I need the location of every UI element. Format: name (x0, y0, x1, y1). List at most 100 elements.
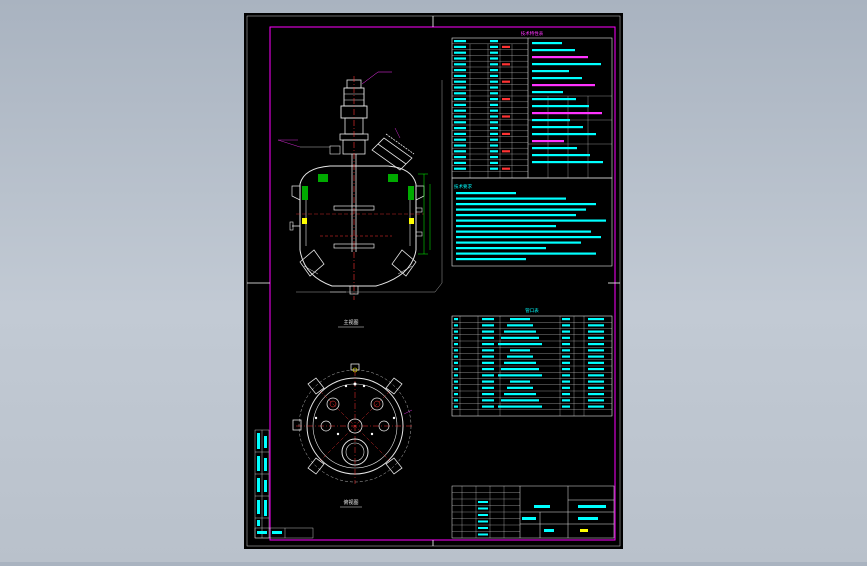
nozzle-cell-text (482, 374, 494, 377)
nozzle-cell-text (482, 361, 494, 364)
tech-cell-text (454, 121, 466, 124)
tech-note-text (532, 63, 601, 66)
nozzle-cell-text (507, 386, 533, 389)
tech-cell-text (454, 115, 466, 118)
nozzle-cell-text (562, 368, 570, 371)
nozzle-cell-text (504, 330, 536, 333)
tech-cell-text (490, 86, 498, 89)
side-title-strip (254, 429, 314, 539)
nozzle-cell-text (588, 330, 604, 333)
tech-note-text (532, 77, 582, 80)
nozzle-cell-text (482, 318, 494, 321)
nozzle-cell-text (562, 405, 570, 408)
nozzle-cell-text (588, 399, 604, 402)
tech-note-text (532, 56, 588, 59)
requirement-line (456, 203, 596, 206)
tech-cell-text (490, 109, 498, 112)
nozzle-cell-text (562, 349, 570, 352)
nozzle-cell-text (482, 336, 494, 339)
nozzle-cell-text (588, 318, 604, 321)
sheet-frame (246, 15, 621, 547)
jacket-fill (302, 186, 308, 200)
side-nozzle-w (292, 419, 302, 431)
nozzle-cell-text (510, 349, 530, 352)
tech-cell-text (490, 103, 498, 106)
tech-cell-text (490, 121, 498, 124)
nozzle-cell-text (504, 393, 536, 396)
tech-cell-text (490, 57, 498, 60)
tech-cell-text (454, 74, 466, 77)
nozzle-table: 管口表 (451, 307, 613, 417)
nozzle-cell-text (454, 405, 458, 408)
lug-se (385, 457, 403, 475)
nozzle-cell-text (510, 318, 530, 321)
lug-nw (307, 377, 325, 395)
tech-cell-text (490, 150, 498, 153)
requirement-line (456, 241, 581, 244)
tech-cell-text (454, 51, 466, 54)
tech-cell-text (502, 115, 510, 118)
tech-note-text (532, 91, 563, 94)
tech-cell-text (454, 156, 466, 159)
nozzle-table-title: 管口表 (525, 307, 539, 314)
impeller-lower (333, 243, 375, 249)
tech-cell-text (502, 98, 510, 101)
nozzle-cell-text (501, 336, 539, 339)
tech-cell-text (454, 132, 466, 135)
nozzle-cell-text (588, 343, 604, 346)
nozzle-cell-text (454, 343, 458, 346)
tb-cell-text (478, 501, 488, 503)
requirement-line (456, 219, 606, 222)
nozzle-cell-text (588, 386, 604, 389)
nozzle-cell-text (588, 349, 604, 352)
tech-cell-text (502, 150, 510, 153)
nozzle-cell-text (454, 336, 458, 339)
top-manhole (341, 438, 369, 466)
tech-cell-text (454, 92, 466, 95)
tech-cell-text (454, 69, 466, 72)
nozzle-cell-text (454, 330, 458, 333)
tech-cell-text (454, 40, 466, 43)
tech-note-text (532, 84, 595, 87)
requirement-line (456, 230, 591, 233)
top-view: 俯视图 (292, 363, 414, 508)
nozzle-cell-text (588, 336, 604, 339)
tech-cell-text (490, 40, 498, 43)
nozzle-cell-text (510, 380, 530, 383)
nozzle-cell-text (454, 349, 458, 352)
tech-cell-text (454, 138, 466, 141)
nozzle-cell-text (498, 405, 542, 408)
nozzle-cell-text (562, 318, 570, 321)
nozzle-cell-text (454, 393, 458, 396)
tech-cell-text (490, 127, 498, 130)
tech-note-text (532, 140, 564, 143)
tech-note-text (532, 70, 569, 73)
tech-note-text (532, 126, 583, 129)
tb-cell-text (478, 533, 488, 536)
nozzle-cell-text (454, 355, 458, 358)
tech-cell-text (454, 109, 466, 112)
tech-note-text (532, 42, 562, 45)
top-view-caption: 俯视图 (343, 499, 358, 506)
support-left (299, 249, 325, 277)
tech-note-text (532, 112, 602, 115)
tech-note-text (532, 154, 590, 157)
nozzle-cell-text (504, 361, 536, 364)
lug-sw (307, 457, 325, 475)
tech-note-text (532, 98, 576, 101)
tech-requirements-title: 技术要求 (454, 183, 472, 190)
drawing-sheet (244, 13, 623, 549)
tech-cell-text (490, 115, 498, 118)
nozzle-cell-text (562, 399, 570, 402)
tech-cell-text (490, 63, 498, 66)
nozzle-cell-text (588, 405, 604, 408)
nozzle-cell-text (507, 324, 533, 327)
lug-ne (385, 377, 403, 395)
tech-cell-text (454, 45, 466, 48)
requirement-line (456, 225, 556, 228)
tech-cell-text (454, 57, 466, 60)
tech-cell-text (454, 161, 466, 164)
nozzle-cell-text (562, 380, 570, 383)
